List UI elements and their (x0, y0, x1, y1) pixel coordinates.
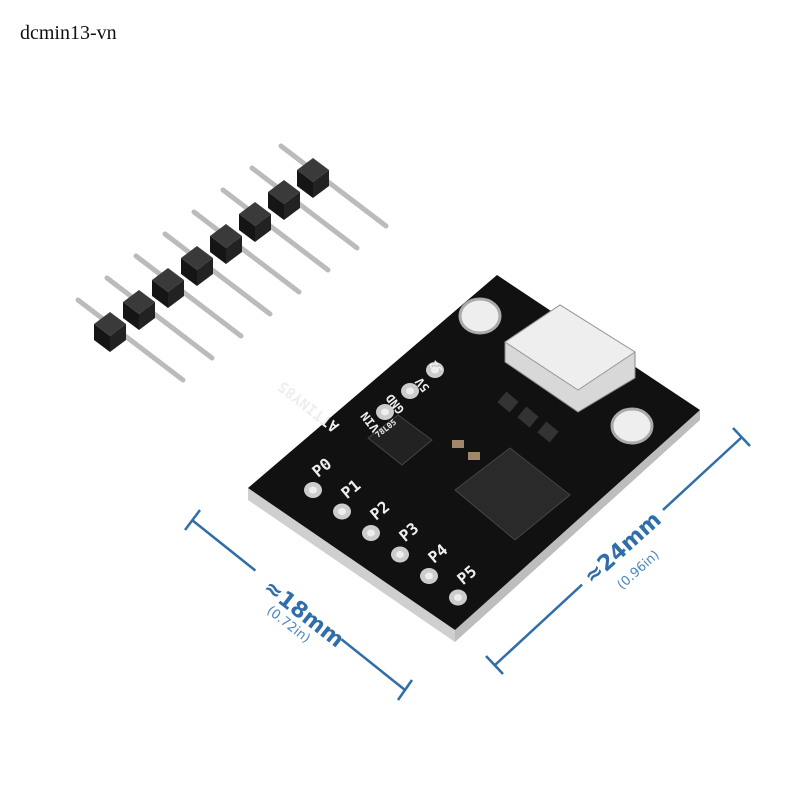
header-pin (133, 253, 244, 339)
mounting-hole (610, 407, 654, 445)
pin-header (75, 143, 389, 383)
header-pin (104, 275, 215, 361)
regulator-chip (367, 414, 433, 466)
mounting-hole (458, 297, 502, 335)
pcb-board: ATTINY85 VIN GND 5V J2 78L05 P0P1P2P3P4P… (248, 275, 700, 642)
header-pin (220, 187, 331, 273)
header-pin (75, 297, 186, 383)
header-pin (191, 209, 302, 295)
header-pin (249, 165, 360, 251)
header-pin (162, 231, 273, 317)
attiny85-chip (454, 447, 571, 541)
watermark: dcmin13-vn (20, 22, 117, 44)
j2-label: J2 (427, 358, 445, 376)
header-pin (278, 143, 389, 229)
board-name-silkscreen: ATTINY85 (274, 377, 342, 436)
